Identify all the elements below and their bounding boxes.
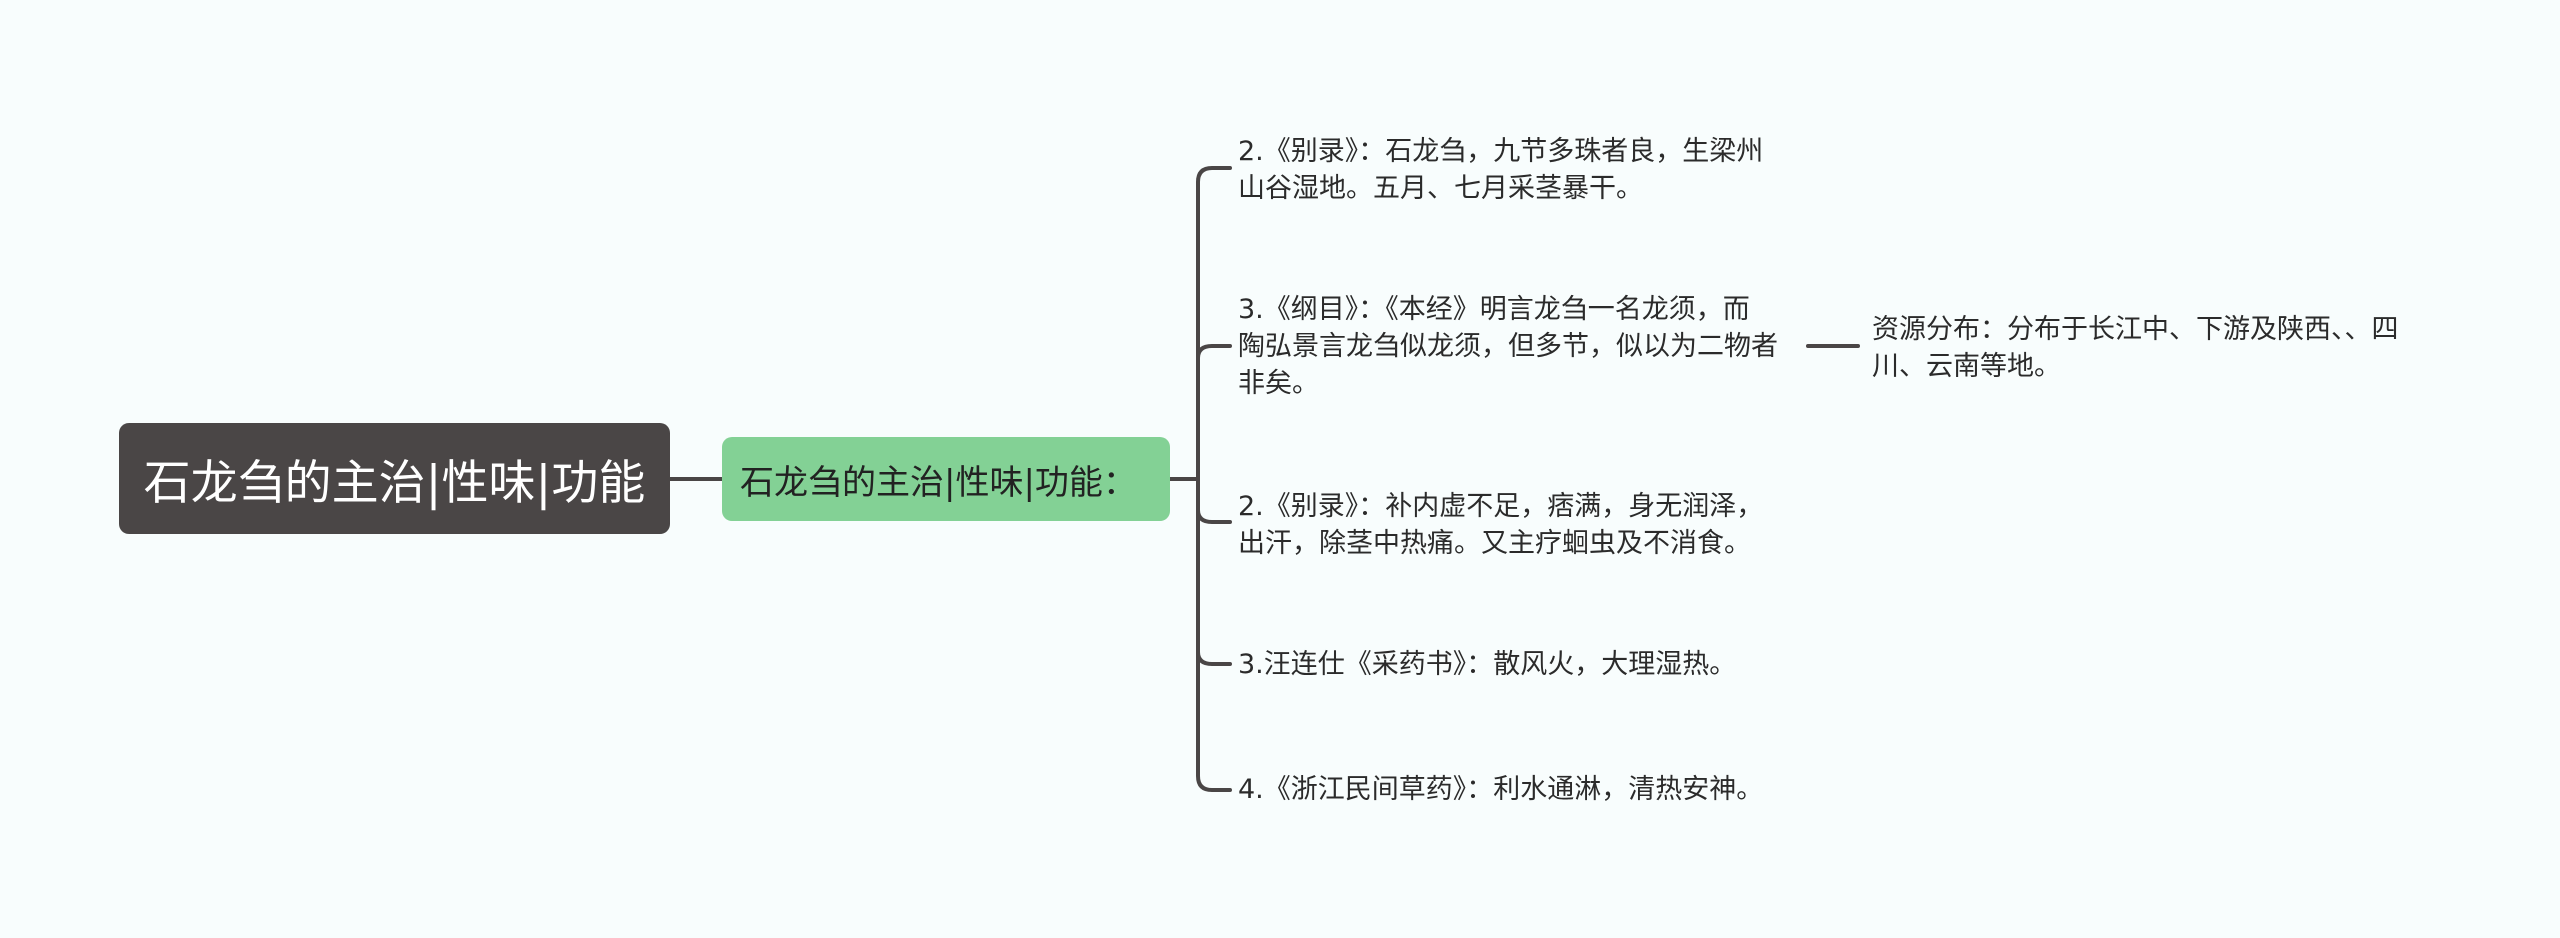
main-topic[interactable]: 石龙刍的主治|性味|功能： bbox=[722, 437, 1170, 521]
subtopic-gangmu[interactable]: 3.《纲目》：《本经》明言龙刍一名龙须，而 陶弘景言龙刍似龙须，但多节，似以为二… bbox=[1238, 294, 1778, 399]
subtopic-distribution[interactable]: 资源分布：分布于长江中、下游及陕西、、四 川、云南等地。 bbox=[1872, 314, 2399, 382]
subtopic-bielu-origin[interactable]: 2.《别录》：石龙刍，九节多珠者良，生梁州 山谷湿地。五月、七月采茎暴干。 bbox=[1238, 136, 1764, 204]
subtopic-caiyaoshu[interactable]: 3.汪连仕《采药书》：散风火，大理湿热。 bbox=[1238, 649, 1737, 680]
connector-trunk bbox=[1196, 166, 1232, 792]
connector-branch-2 bbox=[1196, 344, 1232, 360]
root-topic[interactable]: 石龙刍的主治|性味|功能 bbox=[119, 423, 670, 534]
subtopic-zhejiang-herbs[interactable]: 4.《浙江民间草药》：利水通淋，清热安神。 bbox=[1238, 774, 1764, 805]
connector-branch-4 bbox=[1196, 650, 1232, 666]
subtopic-bielu-indications[interactable]: 2.《别录》：补内虚不足，痞满，身无润泽， 出汗，除茎中热痛。又主疗蛔虫及不消食… bbox=[1238, 491, 1764, 559]
connector-branch-3 bbox=[1196, 508, 1232, 524]
